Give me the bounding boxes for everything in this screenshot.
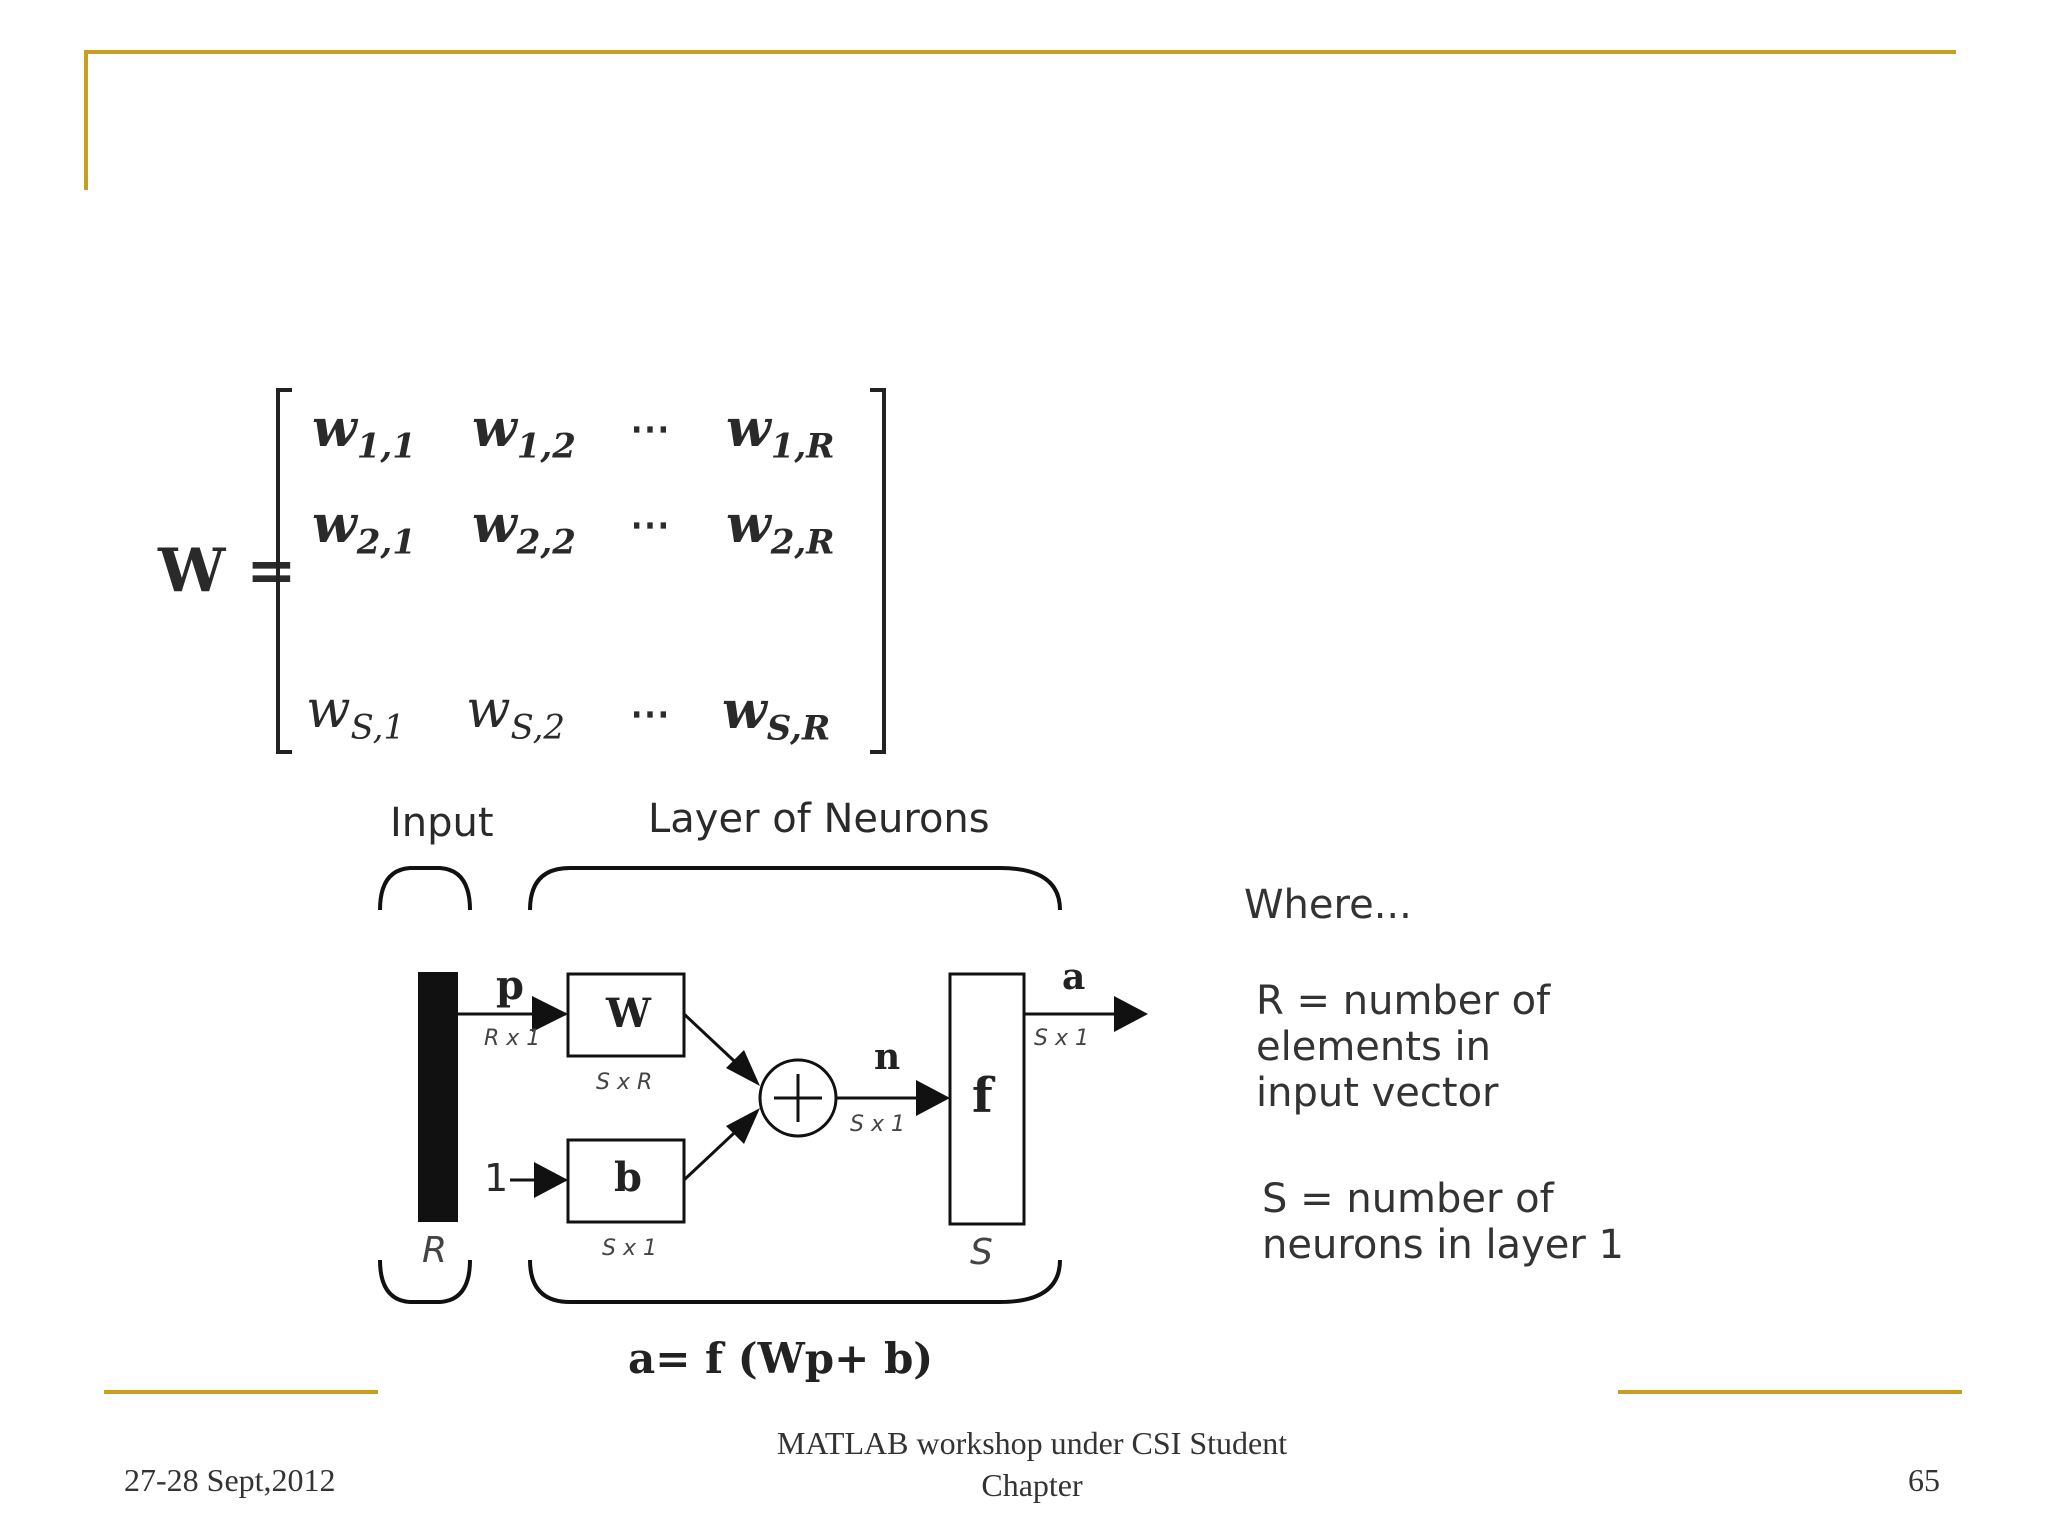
r-def-line: elements in	[1256, 1024, 1491, 1070]
where-label: Where...	[1244, 882, 1412, 928]
footer-center-line1: MATLAB workshop under CSI Student	[776, 1425, 1288, 1461]
matrix-cell: wS,2	[466, 680, 566, 748]
w-label: W	[606, 990, 651, 1037]
matrix-lhs: W =	[158, 536, 297, 606]
matrix-brackets	[276, 388, 886, 754]
w-dim: S x R	[596, 1070, 653, 1095]
footer-rule-left	[104, 1390, 378, 1394]
r-label: R	[422, 1230, 448, 1271]
r-def-line: input vector	[1256, 1070, 1499, 1116]
matrix-ellipsis: ⋯	[630, 690, 670, 737]
footer-center-line2: Chapter	[981, 1467, 1083, 1503]
matrix-cell: w1,R	[726, 398, 835, 467]
b-label: b	[614, 1154, 642, 1201]
matrix-cell: w2,2	[472, 494, 576, 563]
r-def-line: R = number of	[1256, 978, 1551, 1024]
matrix-cell: wS,1	[306, 680, 406, 748]
n-dim: S x 1	[850, 1112, 905, 1137]
footer-center: MATLAB workshop under CSI Student Chapte…	[720, 1422, 1344, 1506]
matrix-cell: w2,1	[312, 494, 416, 563]
top-rule	[86, 50, 1956, 54]
matrix-cell: w1,1	[312, 398, 416, 467]
page-number: 65	[1908, 1462, 1940, 1498]
f-label: f	[972, 1068, 993, 1124]
matrix-ellipsis: ⋯	[630, 501, 670, 548]
matrix-cell: w2,R	[726, 494, 835, 563]
s-label: S	[970, 1232, 993, 1273]
diagram-shapes	[378, 866, 1148, 1304]
left-rule	[84, 50, 88, 190]
equation: a= f (Wp+ b)	[628, 1334, 934, 1383]
n-label: n	[874, 1036, 901, 1078]
footer-rule-right	[1618, 1390, 1962, 1394]
footer-date: 27-28 Sept,2012	[124, 1462, 336, 1498]
p-label: p	[496, 962, 524, 1009]
matrix-cell: w1,2	[472, 398, 576, 467]
layer-label: Layer of Neurons	[648, 796, 990, 842]
matrix-ellipsis: ⋯	[630, 405, 670, 452]
a-dim: S x 1	[1034, 1026, 1089, 1051]
s-def-line: neurons in layer 1	[1262, 1222, 1624, 1268]
s-def-line: S = number of	[1262, 1176, 1554, 1222]
p-dim: R x 1	[484, 1026, 541, 1051]
input-label: Input	[390, 800, 494, 846]
b-dim: S x 1	[602, 1236, 657, 1261]
matrix-cell: wS,R	[722, 680, 831, 749]
a-label: a	[1062, 956, 1086, 998]
one-label: 1	[484, 1156, 509, 1200]
